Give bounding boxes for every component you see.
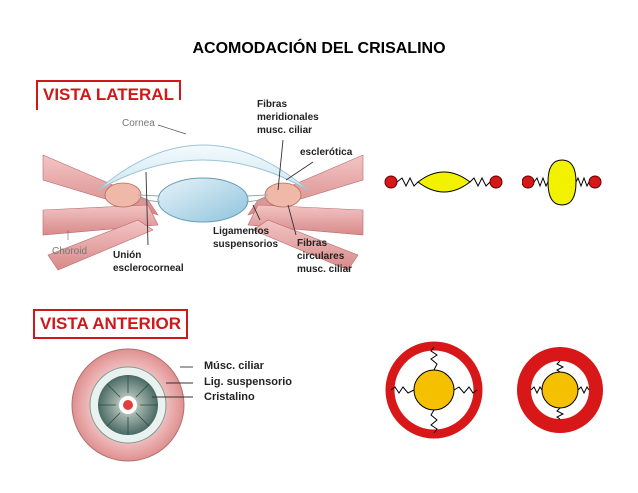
label-ligamentos: Ligamentos suspensorios (213, 226, 279, 250)
anterior-eye-illustration (71, 348, 193, 462)
lateral-eye-illustration (38, 100, 368, 280)
label-lig-suspensorio: Lig. suspensorio (204, 376, 293, 388)
label-esclerotica: esclerótica (300, 147, 353, 158)
anterior-schematic-contracted (517, 347, 603, 433)
label-choroid: Choroid (52, 246, 88, 257)
section-tag-anterior: VISTA ANTERIOR (33, 309, 189, 339)
label-fibras-meridionales: Fibras meridionales musc. ciliar (257, 99, 319, 136)
anterior-schematic-relaxed (385, 341, 483, 439)
label-union: Unión esclerocorneal (113, 250, 184, 274)
page-title: ACOMODACIÓN DEL CRISALINO (192, 40, 446, 57)
label-musc-ciliar: Músc. ciliar (204, 360, 264, 372)
lens-schematic-flat (384, 171, 503, 193)
label-cornea: Cornea (122, 118, 155, 129)
lens-schematic-round (522, 159, 602, 206)
label-cristalino: Cristalino (204, 391, 255, 403)
label-fibras-circulares: Fibras circulares musc. ciliar (297, 238, 353, 275)
